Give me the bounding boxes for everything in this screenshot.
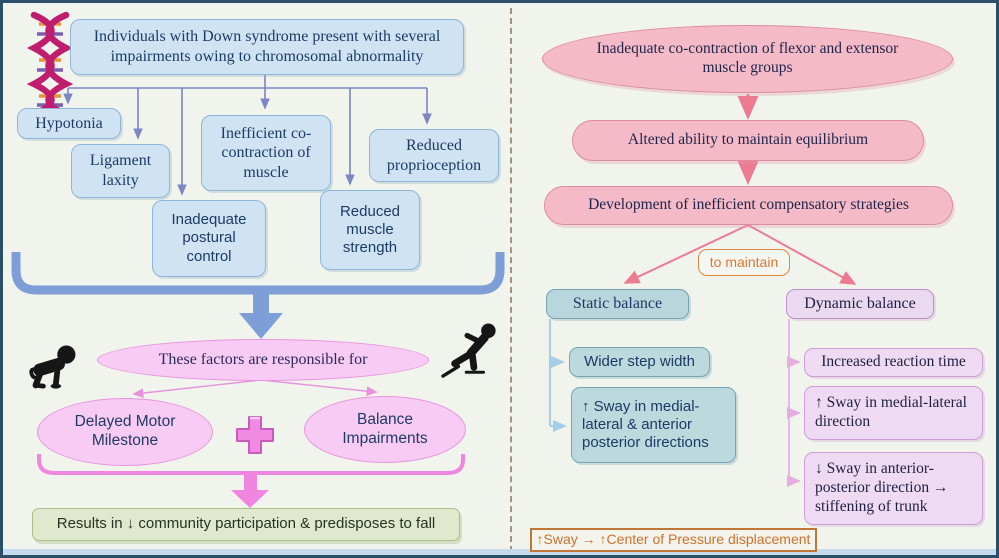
flow-step1-oval: Inadequate co-contraction of flexor and …: [542, 25, 953, 93]
bottom-strip: [3, 549, 996, 555]
impairment-cocontraction: Inefficient co-contraction of muscle: [201, 115, 331, 191]
title-box: Individuals with Down syndrome present w…: [70, 19, 464, 75]
dna-icon: [21, 11, 79, 117]
impairment-muscle-strength: Reduced muscle strength: [320, 190, 420, 270]
static-balance-header: Static balance: [546, 289, 689, 319]
static-sway-text: ↑ Sway in medial-lateral & anterior post…: [582, 397, 709, 452]
balance-impairments-ellipse: Balance Impairments: [304, 396, 466, 463]
step-width-text: Wider step width: [584, 352, 695, 370]
reaction-time-text: Increased reaction time: [821, 353, 966, 371]
factors-ellipse: These factors are responsible for: [97, 339, 429, 381]
sway-ml-text: ↑ Sway in medial-lateral direction: [815, 394, 967, 430]
flow-step3-text: Development of inefficient compensatory …: [588, 196, 909, 214]
flow-step1-text: Inadequate co-contraction of flexor and …: [596, 40, 899, 76]
hypotonia-text: Hypotonia: [35, 114, 103, 132]
result-box: Results in ↓ community participation & p…: [32, 508, 460, 541]
ligament-text: Ligament laxity: [89, 152, 152, 189]
dynamic-item-sway-ap: ↓ Sway in anterior-posterior direction →…: [804, 452, 983, 525]
impairment-proprioception: Reduced proprioception: [369, 129, 499, 182]
proprioception-text: Reduced proprioception: [386, 136, 482, 174]
crawling-baby-icon: [24, 344, 80, 390]
muscle-text: Reduced muscle strength: [339, 202, 401, 257]
balance-impairments-text: Balance Impairments: [342, 410, 428, 447]
static-balance-text: Static balance: [572, 295, 663, 313]
impairment-hypotonia: Hypotonia: [17, 108, 121, 139]
result-text: Results in ↓ community participation & p…: [56, 515, 436, 533]
flow-step3-oval: Development of inefficient compensatory …: [544, 186, 953, 225]
title-text: Individuals with Down syndrome present w…: [93, 28, 441, 65]
falling-person-icon: [438, 323, 504, 379]
dynamic-balance-text: Dynamic balance: [804, 295, 916, 313]
dynamic-item-sway-ml: ↑ Sway in medial-lateral direction: [804, 386, 983, 440]
impairment-postural-control: Inadequate postural control: [152, 200, 266, 277]
to-maintain-text: to maintain: [709, 253, 779, 270]
to-maintain-label: to maintain: [698, 249, 790, 276]
cocontraction-text: Inefficient co-contraction of muscle: [220, 124, 312, 181]
flow-step2-text: Altered ability to maintain equilibrium: [627, 131, 869, 149]
static-item-step-width: Wider step width: [569, 347, 710, 377]
delayed-motor-ellipse: Delayed Motor Milestone: [37, 398, 213, 466]
plus-icon: [234, 414, 276, 456]
section-divider: [510, 8, 512, 552]
impairment-ligament-laxity: Ligament laxity: [71, 144, 170, 198]
dynamic-item-reaction: Increased reaction time: [804, 348, 983, 377]
sway-ap-text: ↓ Sway in anterior-posterior direction →…: [815, 460, 949, 515]
sway-legend-text: ↑Sway → ↑Center of Pressure displacement: [536, 531, 811, 548]
static-item-sway: ↑ Sway in medial-lateral & anterior post…: [571, 387, 736, 463]
factors-text: These factors are responsible for: [158, 351, 368, 369]
sway-legend-box: ↑Sway → ↑Center of Pressure displacement: [530, 528, 817, 552]
postural-text: Inadequate postural control: [171, 211, 247, 265]
flow-step2-oval: Altered ability to maintain equilibrium: [572, 120, 924, 161]
delayed-motor-text: Delayed Motor Milestone: [74, 413, 176, 449]
dynamic-balance-header: Dynamic balance: [786, 289, 934, 319]
